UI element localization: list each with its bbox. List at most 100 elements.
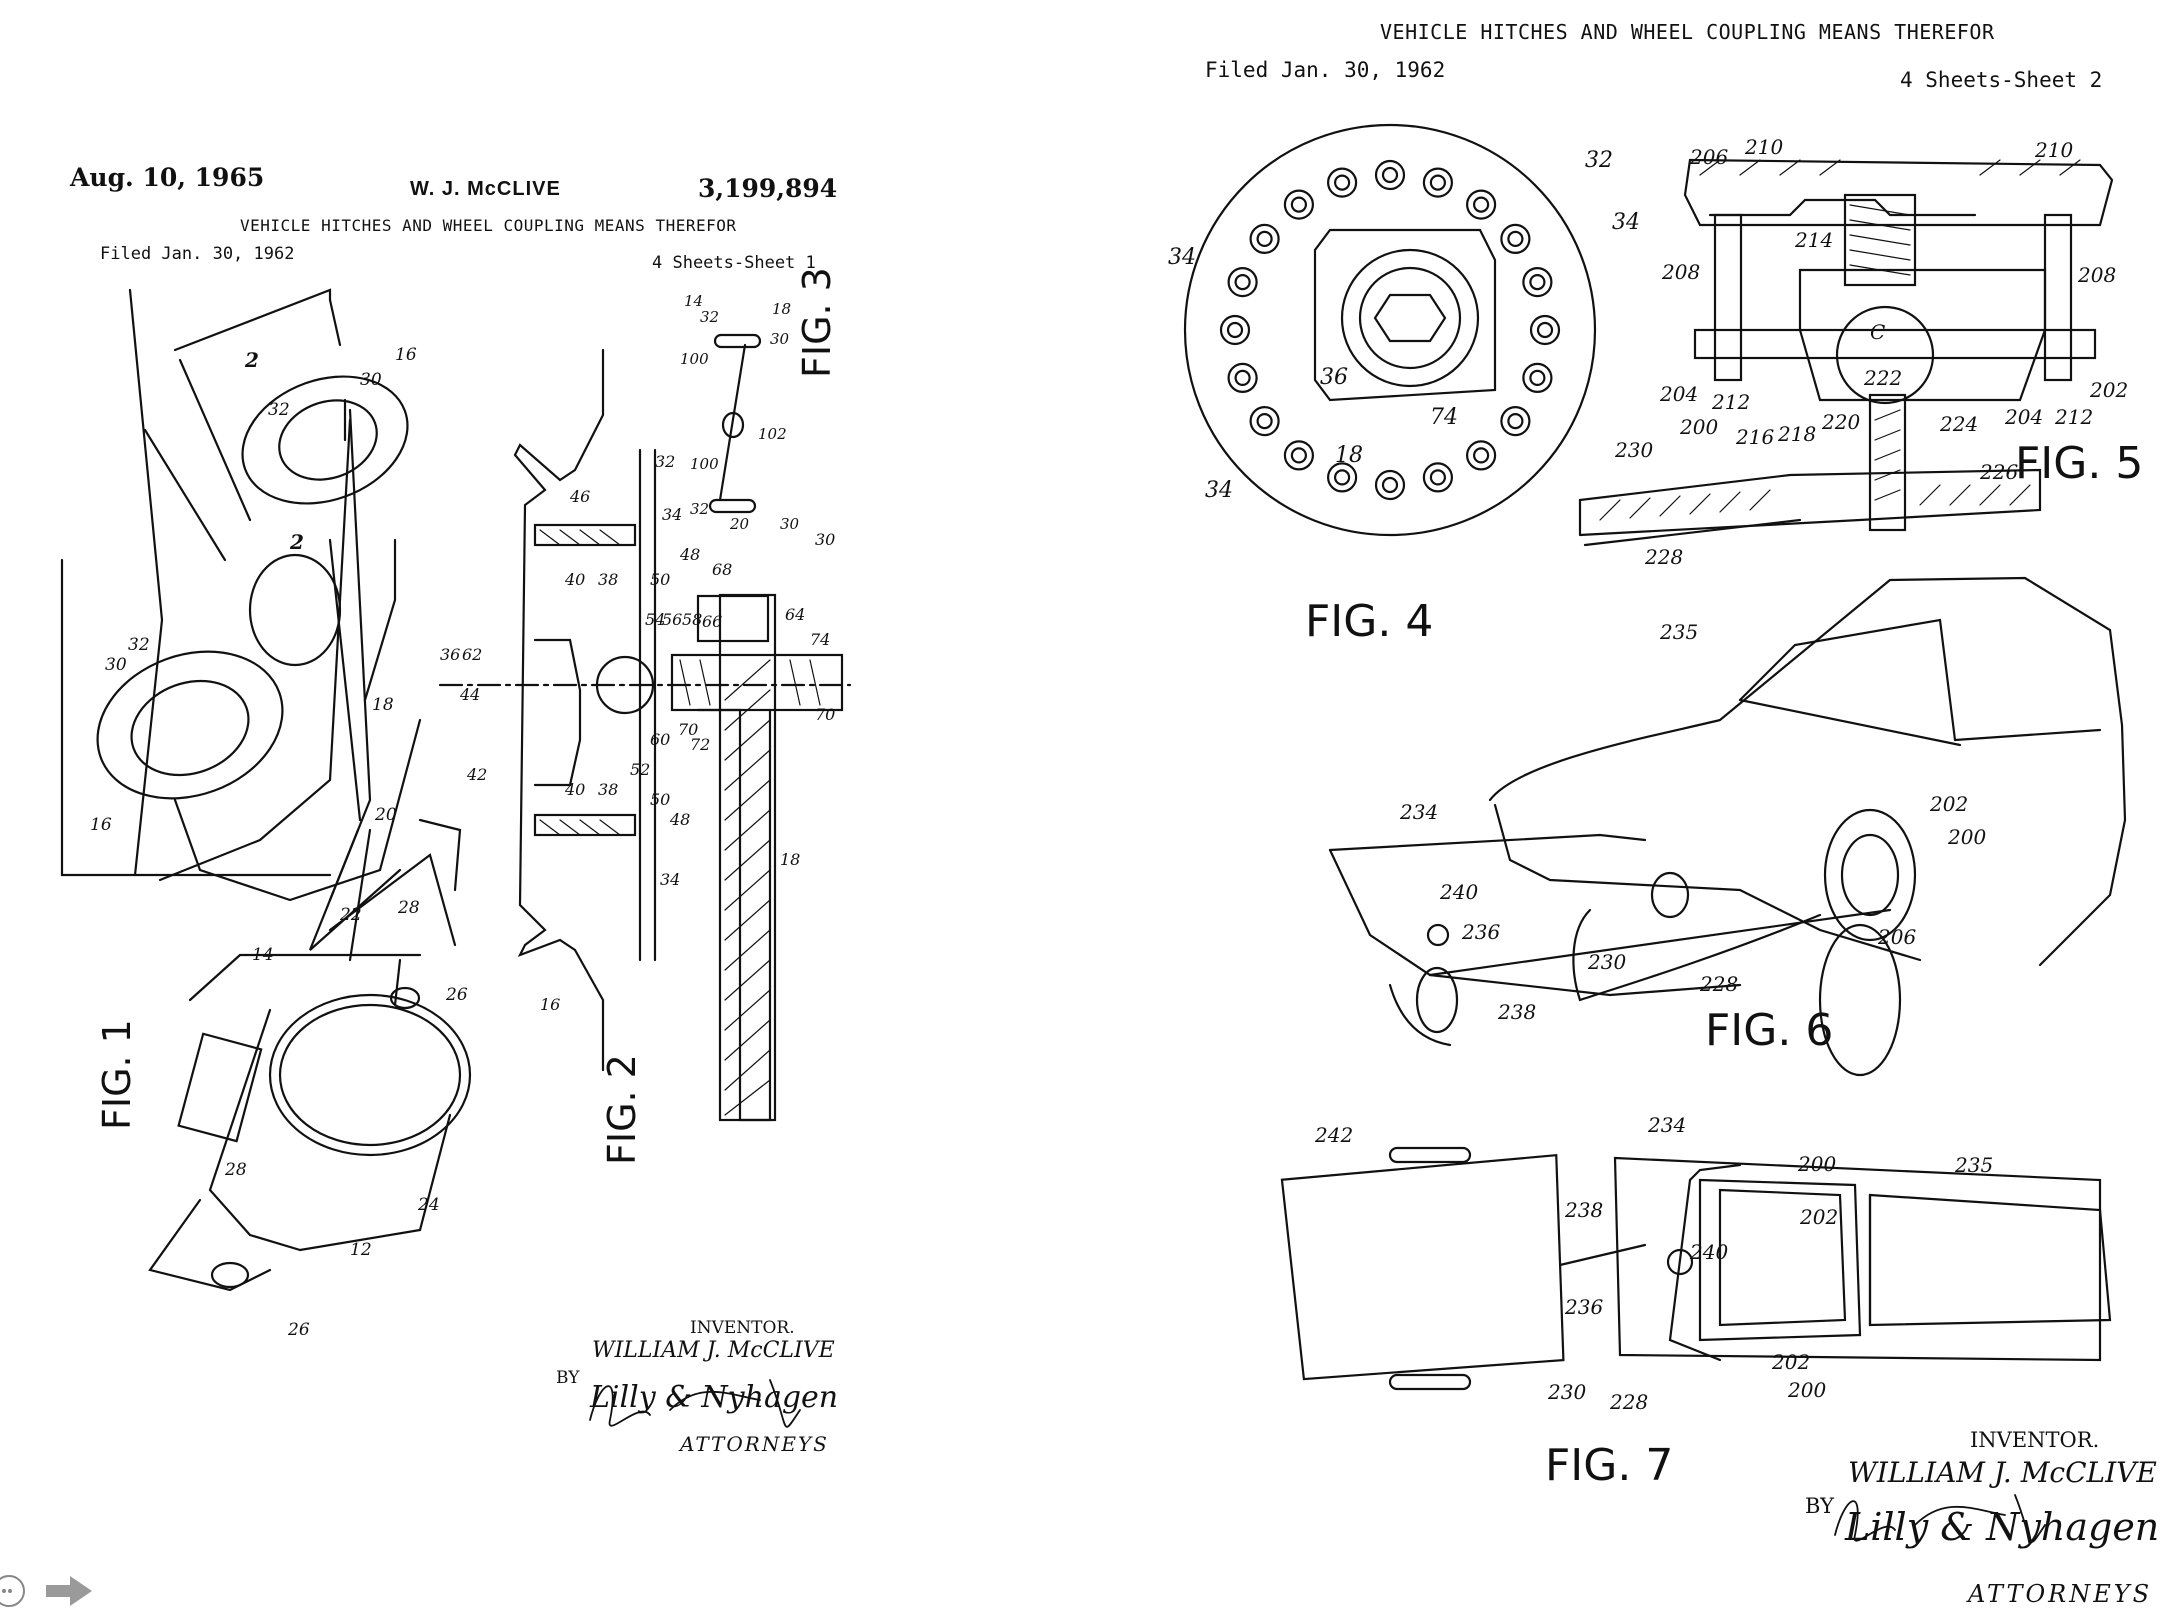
callout: C	[1870, 320, 1886, 344]
bolt-hole	[1500, 223, 1531, 254]
callout: 212	[1712, 390, 1751, 414]
sheet-1-drawings	[60, 288, 852, 1428]
callout: 214	[1795, 228, 1834, 252]
callout: 44	[460, 685, 481, 704]
bolt-hole	[1500, 406, 1531, 437]
patent-title: VEHICLE HITCHES AND WHEEL COUPLING MEANS…	[1380, 20, 1995, 44]
callout: 32	[1585, 148, 1613, 173]
next-page-button[interactable]	[44, 1574, 92, 1608]
callout: 34	[662, 505, 683, 524]
callout: 204	[1660, 382, 1699, 406]
fig6-drawing	[1328, 576, 2127, 1077]
by-label: BY	[1805, 1494, 1834, 1518]
callout: 208	[1662, 260, 1701, 284]
callout: 30	[360, 370, 382, 390]
callout: 18	[772, 300, 792, 318]
callout: 72	[690, 735, 711, 754]
bolt-hole	[1283, 440, 1314, 471]
callout: 18	[372, 695, 394, 715]
fig2-label: FIG. 2	[600, 1054, 644, 1165]
bolt-hole-inner	[1473, 447, 1490, 464]
callout: 202	[1800, 1205, 1839, 1229]
callout: 240	[1690, 1240, 1729, 1264]
bolt-hole-inner	[1507, 230, 1524, 247]
bolt-hole	[1466, 440, 1497, 471]
callout: 74	[810, 630, 831, 649]
fig2-hatching	[539, 529, 821, 1116]
fig1-drawing	[60, 288, 472, 1292]
inventor-name: WILLIAM J. McCLIVE	[1848, 1456, 2157, 1489]
callout: 222	[1864, 366, 1903, 390]
callout: 238	[1498, 1000, 1537, 1024]
callout: 206	[1690, 145, 1729, 169]
callout: 30	[815, 530, 836, 549]
callout: 32	[268, 400, 290, 420]
callout: 234	[1648, 1113, 1687, 1137]
bolt-hole	[1249, 406, 1280, 437]
inventor-label: INVENTOR.	[1970, 1428, 2100, 1452]
callout: 52	[630, 760, 651, 779]
callout: 228	[1645, 545, 1684, 569]
bolt-hole	[1327, 167, 1358, 198]
more-options-button[interactable]	[0, 1574, 26, 1608]
callout: 74	[1430, 405, 1458, 430]
callout: 16	[540, 995, 561, 1014]
fig6-label: FIG. 6	[1705, 1005, 1834, 1056]
fig5-hatching	[1599, 159, 2081, 521]
callout: 48	[680, 545, 701, 564]
bolt-hole-inner	[1226, 321, 1244, 339]
fig3-drawing	[708, 333, 762, 514]
fig4-drawing	[1183, 123, 1597, 537]
callout: 22	[340, 905, 362, 925]
attorney-signature: Lilly & Nyhagen	[1845, 1505, 2160, 1549]
callout: 14	[684, 292, 704, 310]
callout: 34	[1168, 245, 1196, 270]
bolt-hole-inner	[1334, 174, 1351, 191]
callout: 66	[702, 612, 723, 631]
fig5-drawing	[1578, 158, 2114, 547]
fig5-label: FIG. 5	[2015, 438, 2144, 489]
bolt-hole	[1466, 189, 1497, 220]
fig7-drawing	[1280, 1146, 2112, 1391]
callout: 26	[288, 1320, 310, 1340]
bolt-hole-inner	[1290, 447, 1307, 464]
callout: 62	[462, 645, 483, 664]
callout: 216	[1736, 425, 1775, 449]
attorney-signature: Lilly & Nyhagen	[590, 1380, 839, 1415]
callout: 236	[1565, 1295, 1604, 1319]
callout: 18	[780, 850, 801, 869]
callout: 64	[785, 605, 806, 624]
callout: 16	[395, 345, 417, 365]
callout: 34	[660, 870, 681, 889]
patent-date: Aug. 10, 1965	[70, 163, 265, 192]
callout: 58	[682, 610, 703, 629]
callout: 228	[1700, 972, 1739, 996]
callout: 68	[712, 560, 733, 579]
callout: 24	[418, 1195, 440, 1215]
callout: 224	[1940, 412, 1979, 436]
callout: 230	[1588, 950, 1627, 974]
patent-number: 3,199,894	[698, 174, 838, 203]
bolt-hole-inner	[1429, 174, 1446, 191]
callout: 100	[680, 350, 709, 368]
bolt-hole	[1249, 223, 1280, 254]
bolt-hole	[1374, 159, 1406, 191]
callout: 210	[2035, 138, 2074, 162]
bolt-hole-inner	[1334, 469, 1351, 486]
callout: 208	[2078, 263, 2117, 287]
by-label: BY	[556, 1368, 580, 1388]
callout: 102	[758, 425, 787, 443]
callout: 14	[252, 945, 274, 965]
callout: 40	[565, 780, 586, 799]
patent-title: VEHICLE HITCHES AND WHEEL COUPLING MEANS…	[240, 216, 737, 235]
callout: 28	[398, 898, 420, 918]
bolt-hole-inner	[1290, 196, 1307, 213]
callout: 2	[290, 530, 304, 554]
callout: 202	[1930, 792, 1969, 816]
callout: 34	[1205, 478, 1233, 503]
callout: 236	[1462, 920, 1501, 944]
inventor-short-name: W. J. McCLIVE	[410, 178, 561, 200]
bolt-hole	[1227, 362, 1258, 393]
callout: 56	[662, 610, 683, 629]
callout: 202	[1772, 1350, 1811, 1374]
